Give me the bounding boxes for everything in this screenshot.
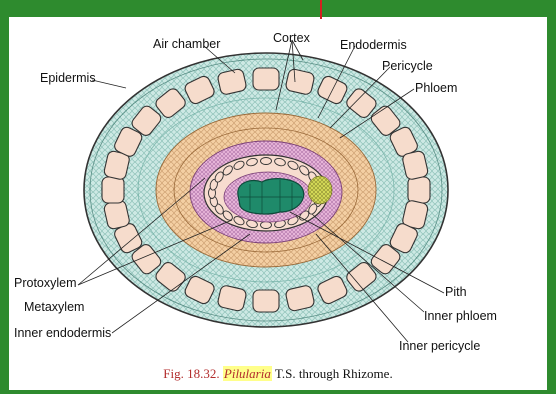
air-chamber [253,290,279,312]
label-phloem: Phloem [415,81,457,95]
protoxylem-patch [308,176,332,204]
air-chamber [102,177,124,203]
label-air-chamber: Air chamber [153,37,220,51]
caption-figure-number: Fig. 18.32. [163,366,219,381]
label-endodermis: Endodermis [340,38,407,52]
air-chamber [408,177,430,203]
label-metaxylem: Metaxylem [24,300,84,314]
caption-genus: Pilularia [223,366,272,381]
metaxylem-vessel [261,222,272,229]
label-inner-phloem: Inner phloem [424,309,497,323]
label-protoxylem: Protoxylem [14,276,77,290]
caption-text: T.S. through Rhizome. [275,366,393,381]
label-pericycle: Pericycle [382,59,433,73]
label-cortex: Cortex [273,31,311,45]
air-chamber [253,68,279,90]
label-inner-pericycle: Inner pericycle [399,339,480,353]
pith [238,179,304,214]
label-pith: Pith [445,285,467,299]
label-epidermis: Epidermis [40,71,96,85]
metaxylem-vessel [261,158,272,165]
figure-caption: Fig. 18.32. Pilularia T.S. through Rhizo… [0,366,556,382]
label-inner-endodermis: Inner endodermis [14,326,111,340]
